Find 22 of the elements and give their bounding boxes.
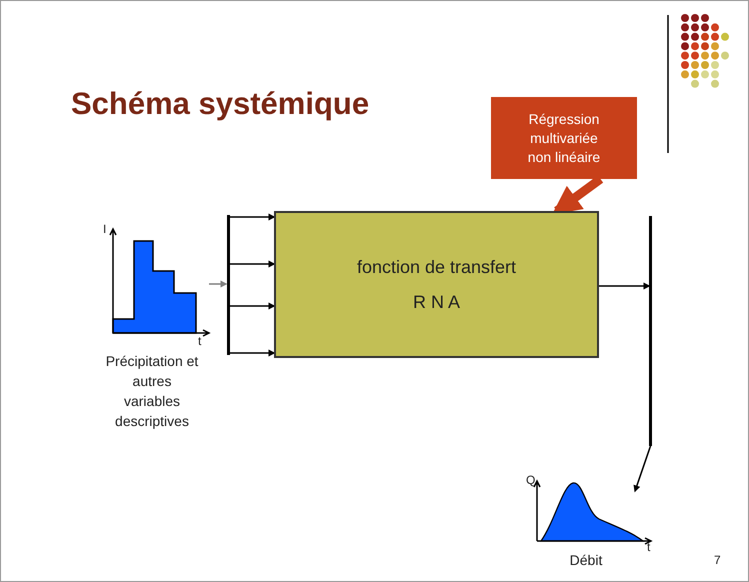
callout-box xyxy=(491,97,637,179)
node-label: Précipitation et autres variables descriptives xyxy=(104,352,200,431)
node-label: Débit xyxy=(568,551,604,570)
arrow xyxy=(230,214,276,220)
page-number: 7 xyxy=(714,554,721,566)
bus-line xyxy=(649,216,652,446)
arrow xyxy=(634,446,652,492)
arrow xyxy=(209,280,228,288)
axis-label: t xyxy=(198,335,202,347)
process-box xyxy=(274,211,599,358)
bus-line xyxy=(227,215,230,355)
box-subtitle: R N A xyxy=(412,290,460,314)
arrow xyxy=(599,282,650,290)
title: Schéma systémique xyxy=(71,85,370,123)
axis-label: Q xyxy=(526,474,536,486)
axis-label: I xyxy=(103,223,106,235)
arrow xyxy=(230,350,276,356)
callout-text: Régression multivariée non linéaire xyxy=(526,110,602,166)
arrow xyxy=(230,302,276,310)
arrow xyxy=(230,260,276,268)
axis-label: t xyxy=(647,541,650,553)
box-title: fonction de transfert xyxy=(356,256,516,278)
